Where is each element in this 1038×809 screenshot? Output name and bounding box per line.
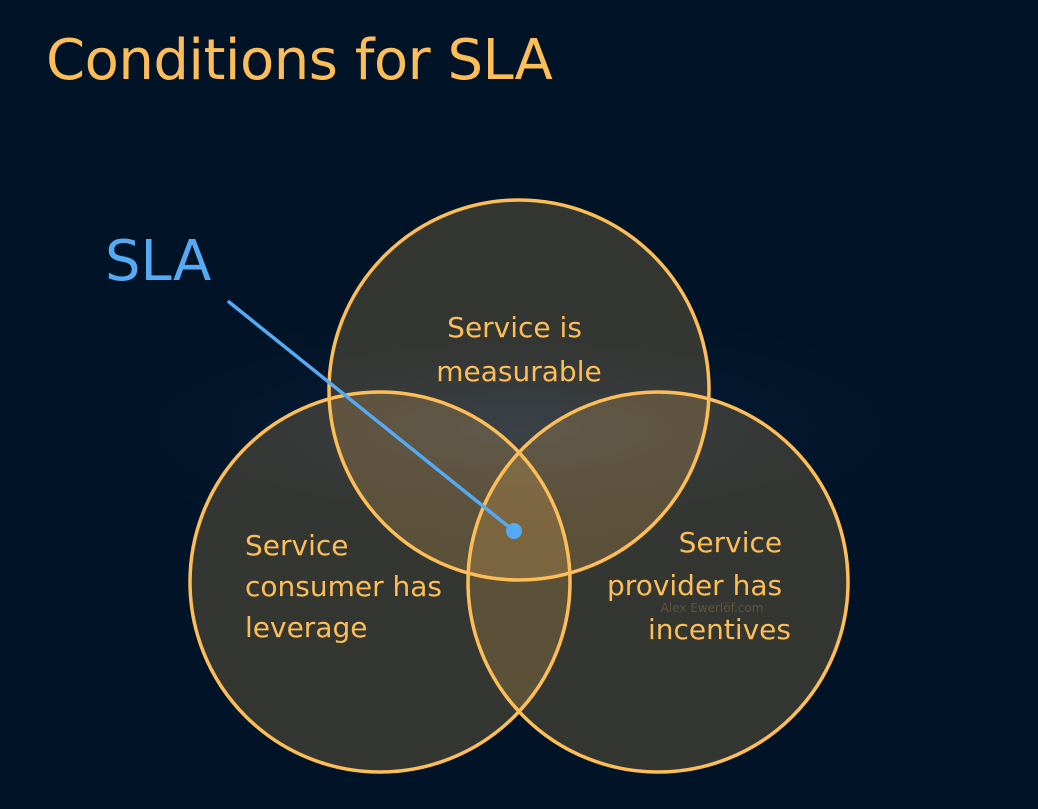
set-label-top-line: Service is xyxy=(447,311,582,344)
set-label-left-line: leverage xyxy=(245,611,367,644)
sla-callout-label: SLA xyxy=(105,229,211,294)
set-label-right-line: incentives xyxy=(648,613,791,646)
venn-outline-top xyxy=(327,198,711,582)
venn-outline-right xyxy=(466,390,850,774)
venn-circle-right xyxy=(468,392,848,772)
set-label-right: Service provider has incentives xyxy=(607,526,791,646)
sla-callout-dot xyxy=(506,523,522,539)
venn-circle-left xyxy=(190,392,570,772)
venn-outline-left xyxy=(188,390,572,774)
backdrop-glow xyxy=(50,300,990,560)
set-label-left-line: Service xyxy=(245,529,348,562)
set-label-left-line: consumer has xyxy=(245,570,442,603)
set-label-left: Service consumer has leverage xyxy=(245,529,451,644)
slide-title: Conditions for SLA xyxy=(46,28,553,93)
set-label-top: Service is measurable xyxy=(436,311,601,388)
venn-circle-top xyxy=(329,200,709,580)
sla-callout-line xyxy=(227,300,516,533)
set-label-right-line: Service xyxy=(679,526,782,559)
watermark-text: Alex Ewerlöf.com xyxy=(661,601,764,615)
set-label-top-line: measurable xyxy=(436,355,601,388)
venn-circle-fills xyxy=(190,200,848,772)
venn-circle-outlines xyxy=(188,198,850,774)
set-label-right-line: provider has xyxy=(607,569,782,602)
